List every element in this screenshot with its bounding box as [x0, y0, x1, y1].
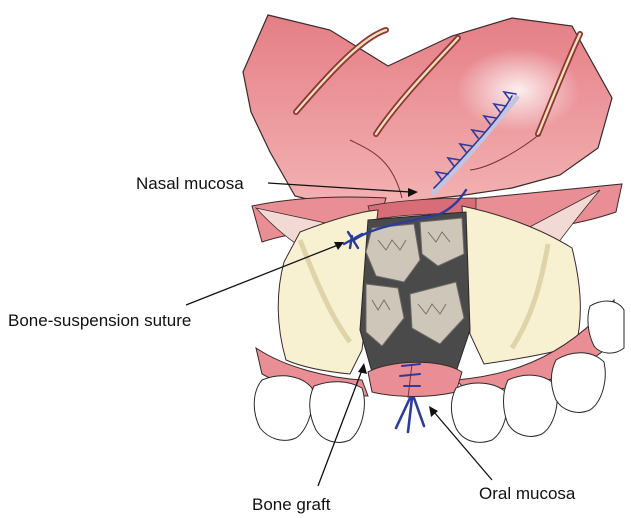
- nasal-mucosa-flap: [243, 15, 612, 208]
- bone-graft: [360, 212, 470, 372]
- label-bone-suspension-suture: Bone-suspension suture: [8, 312, 191, 329]
- label-nasal-mucosa: Nasal mucosa: [136, 175, 244, 192]
- oral-mucosa: [368, 362, 462, 398]
- label-oral-mucosa: Oral mucosa: [479, 485, 575, 502]
- label-bone-graft: Bone graft: [252, 496, 330, 513]
